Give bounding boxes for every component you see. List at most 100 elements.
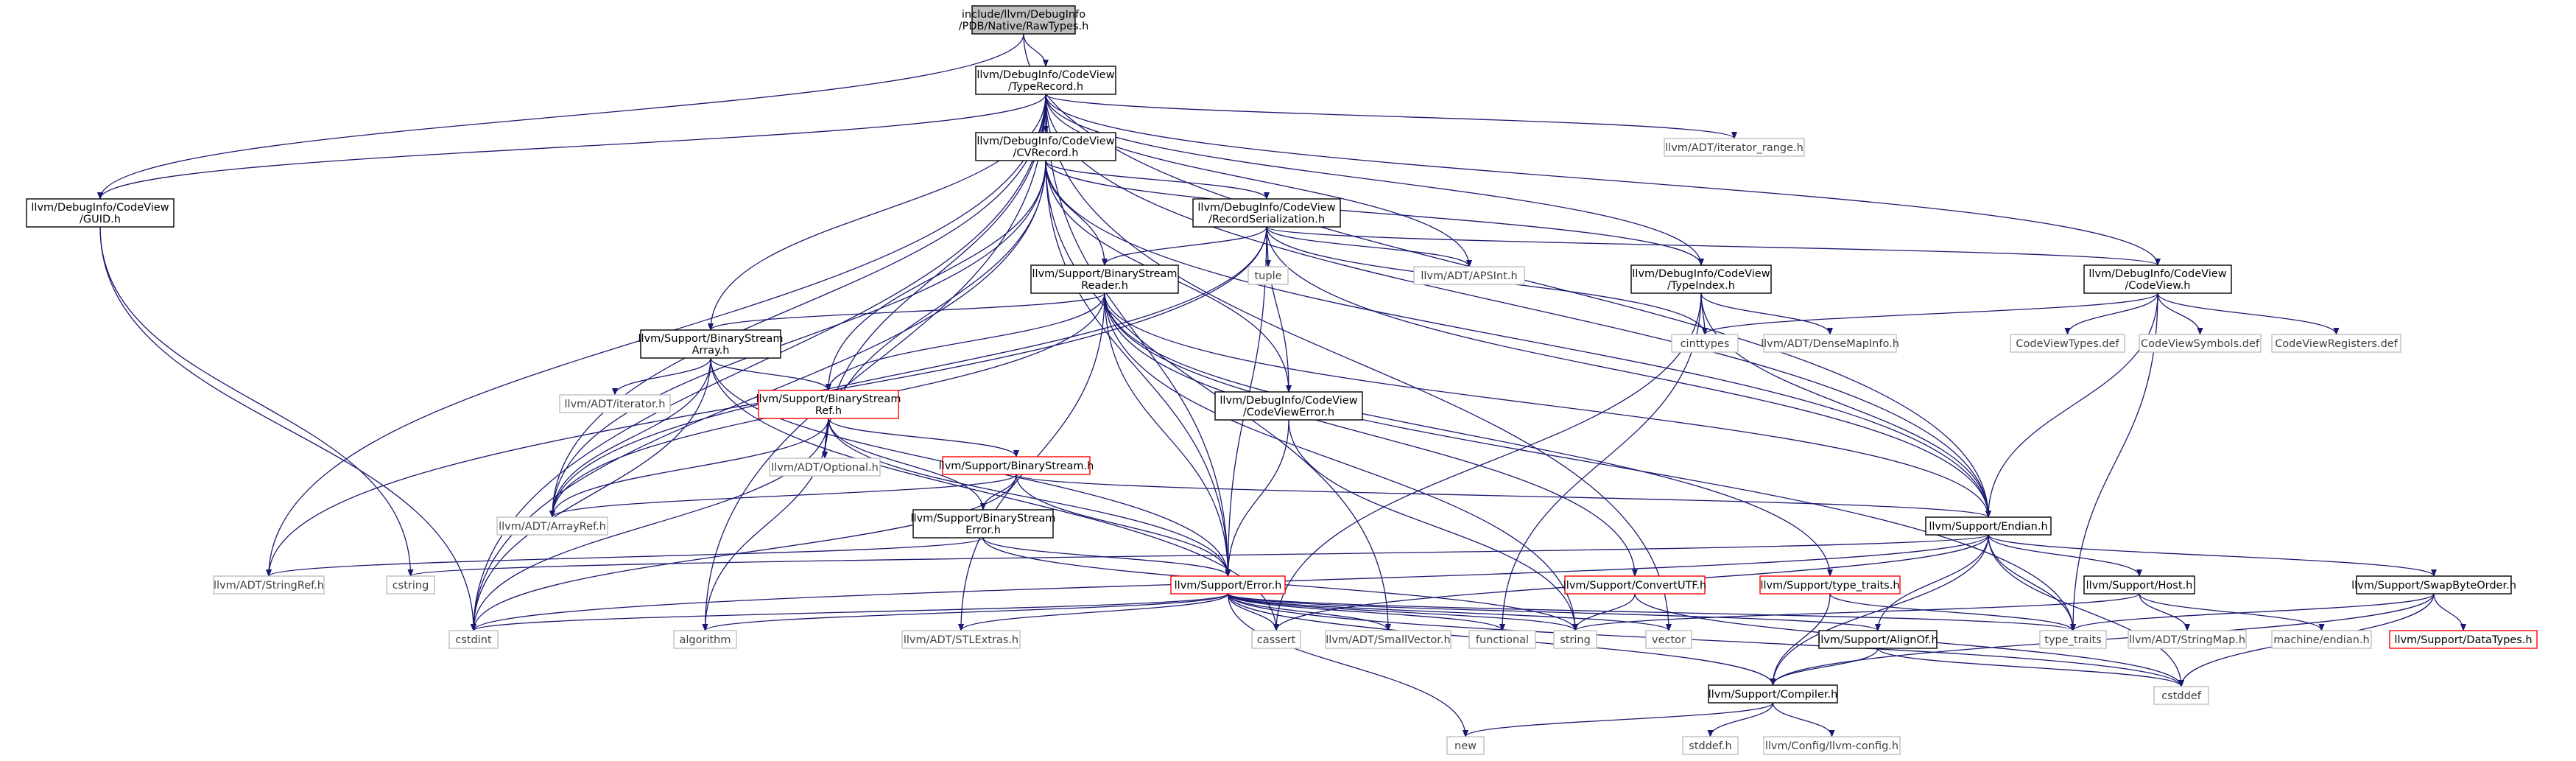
node-algorithm[interactable]: algorithm (673, 630, 737, 649)
node-binarystream[interactable]: llvm/Support/BinaryStream.h (939, 456, 1094, 475)
edge-cvrecord-to-bsref (826, 160, 1046, 391)
edge-recser-to-bsreader (1102, 226, 1267, 266)
edge-swapbyteorder-to-typetraits (2070, 593, 2435, 631)
node-cinttypes[interactable]: cinttypes (1671, 334, 1739, 353)
node-typetraitsh[interactable]: llvm/Support/type_traits.h (1759, 575, 1901, 595)
node-codeview[interactable]: llvm/DebugInfo/CodeView/CodeView.h (2083, 264, 2232, 294)
node-cvregistersdef[interactable]: CodeViewRegisters.def (2271, 334, 2401, 353)
node-machineendian[interactable]: machine/endian.h (2271, 630, 2372, 649)
node-vector[interactable]: vector (1645, 630, 1692, 649)
node-label: /CVRecord.h (1013, 147, 1079, 159)
edge-guid-to-cstring (99, 226, 414, 577)
node-arrayref[interactable]: llvm/ADT/ArrayRef.h (496, 516, 608, 536)
node-typeindex[interactable]: llvm/DebugInfo/CodeView/TypeIndex.h (1630, 264, 1772, 294)
node-functional[interactable]: functional (1468, 630, 1536, 649)
edge-typetraitsh-to-typetraits (1829, 593, 2076, 631)
node-label: algorithm (680, 634, 731, 646)
node-host[interactable]: llvm/Support/Host.h (2083, 575, 2195, 595)
edge-error-to-string (1227, 593, 1578, 631)
node-root[interactable]: include/llvm/DebugInfo/PDB/Native/RawTyp… (959, 5, 1089, 35)
node-cstdint[interactable]: cstdint (448, 630, 499, 649)
edge-compiler-to-llvmconfig (1772, 702, 1835, 737)
node-recser[interactable]: llvm/DebugInfo/CodeView/RecordSerializat… (1192, 198, 1341, 228)
node-guid[interactable]: llvm/DebugInfo/CodeView/GUID.h (26, 198, 175, 228)
node-box (1630, 264, 1772, 294)
node-label: llvm/ADT/STLExtras.h (904, 634, 1018, 646)
node-iterator[interactable]: llvm/ADT/iterator.h (559, 394, 671, 413)
node-stringmap[interactable]: llvm/ADT/StringMap.h (2128, 630, 2247, 649)
edge-bsreader-to-convertutf (1104, 292, 1638, 577)
edge-bsreader-to-bsref (826, 292, 1105, 391)
edge-binarystream-to-error (1016, 474, 1231, 577)
node-cvsymbolsdef[interactable]: CodeViewSymbols.def (2139, 334, 2262, 353)
edge-alignof-to-cstddef (1877, 648, 2184, 687)
node-typetraits[interactable]: type_traits (2039, 630, 2107, 649)
node-tuple[interactable]: tuple (1247, 266, 1289, 285)
node-cvrecord[interactable]: llvm/DebugInfo/CodeView/CVRecord.h (975, 132, 1116, 161)
node-label: Error.h (965, 525, 1001, 536)
node-iterrange[interactable]: llvm/ADT/iterator_range.h (1664, 138, 1805, 157)
node-endian[interactable]: llvm/Support/Endian.h (1925, 516, 2052, 536)
node-label: llvm/Support/AlignOf.h (1817, 634, 1938, 646)
node-typerecord[interactable]: llvm/DebugInfo/CodeView/TypeRecord.h (975, 66, 1116, 95)
edge-bsreader-to-endian (1104, 292, 1991, 518)
node-box (2271, 334, 2401, 353)
node-cvtypesdef[interactable]: CodeViewTypes.def (2010, 334, 2125, 353)
node-error[interactable]: llvm/Support/Error.h (1170, 575, 1286, 595)
node-label: llvm/ADT/iterator.h (565, 399, 666, 410)
edge-bsref-to-bserror (828, 418, 986, 511)
node-box (758, 390, 899, 419)
node-llvmconfig[interactable]: llvm/Config/llvm-config.h (1763, 736, 1901, 755)
node-apsint[interactable]: llvm/ADT/APSInt.h (1413, 266, 1525, 285)
node-box (971, 5, 1076, 35)
node-box (2128, 630, 2247, 649)
node-label: cassert (1257, 634, 1296, 646)
node-datatypes[interactable]: llvm/Support/DataTypes.h (2389, 630, 2538, 649)
edge-error-to-typetraits (1227, 593, 2076, 631)
edge-host-to-machineendian (2139, 593, 2325, 631)
node-swapbyteorder[interactable]: llvm/Support/SwapByteOrder.h (2351, 575, 2516, 595)
node-label: llvm/Support/DataTypes.h (2394, 634, 2532, 646)
node-label: /RecordSerialization.h (1208, 214, 1325, 225)
node-box (2010, 334, 2125, 353)
node-box (2083, 575, 2195, 595)
node-box (26, 198, 175, 228)
node-optional[interactable]: llvm/ADT/Optional.h (769, 457, 881, 477)
node-label: llvm/Support/ConvertUTF.h (1563, 580, 1706, 592)
edge-compiler-to-new (1463, 702, 1774, 737)
edge-endian-to-compiler (1770, 534, 1989, 686)
node-label: new (1454, 740, 1477, 752)
node-densemapinfo[interactable]: llvm/ADT/DenseMapInfo.h (1761, 334, 1899, 353)
node-cverror[interactable]: llvm/DebugInfo/CodeView/CodeViewError.h (1214, 391, 1363, 421)
node-label: llvm/DebugInfo/CodeView (1220, 395, 1357, 407)
node-cstring[interactable]: cstring (386, 575, 435, 595)
node-box (1553, 630, 1597, 649)
node-stlextras[interactable]: llvm/ADT/STLExtras.h (901, 630, 1021, 649)
node-compiler[interactable]: llvm/Support/Compiler.h (1708, 684, 1838, 704)
node-box (1645, 630, 1692, 649)
edge-codeview-to-cvsymbolsdef (2157, 292, 2203, 335)
edge-codeview-to-endian (1985, 292, 2158, 518)
edge-endian-to-cstring (408, 534, 1989, 577)
edge-bsarray-to-arrayref (549, 357, 711, 518)
node-box (1763, 736, 1901, 755)
edge-cverror-to-string (1288, 419, 1578, 631)
node-new[interactable]: new (1446, 736, 1485, 755)
edge-cvrecord-to-recser (1045, 160, 1270, 200)
node-smallvector[interactable]: llvm/ADT/SmallVector.h (1325, 630, 1451, 649)
edge-typerecord-to-guid (97, 94, 1046, 200)
edge-bsref-to-arrayref (549, 418, 829, 518)
node-string[interactable]: string (1553, 630, 1597, 649)
node-convertutf[interactable]: llvm/Support/ConvertUTF.h (1563, 575, 1706, 595)
node-cassert[interactable]: cassert (1251, 630, 1301, 649)
edge-typerecord-to-endian (1045, 94, 1991, 518)
node-stddefh[interactable]: stddef.h (1682, 736, 1739, 755)
node-stringref[interactable]: llvm/ADT/StringRef.h (213, 575, 325, 595)
node-cstddef[interactable]: cstddef (2153, 686, 2209, 705)
node-alignof[interactable]: llvm/Support/AlignOf.h (1817, 630, 1938, 649)
edge-cvrecord-to-arrayref (549, 160, 1046, 518)
